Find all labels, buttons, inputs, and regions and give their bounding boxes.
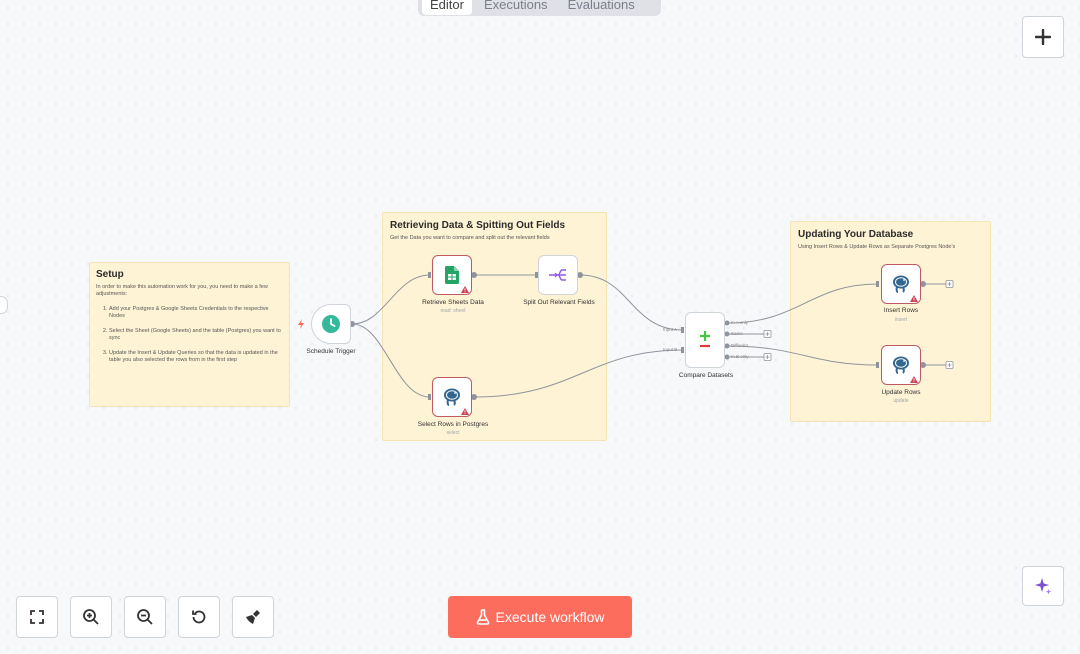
reset-zoom-button[interactable] — [178, 596, 220, 638]
node-retrieve-sheets-sub: read: sheet — [440, 308, 466, 314]
sticky-update-title: Updating Your Database — [798, 229, 914, 240]
node-compare-datasets[interactable] — [685, 312, 725, 368]
sparkle-icon — [1035, 578, 1052, 595]
google-sheets-icon — [445, 266, 459, 284]
sticky-retrieve[interactable]: Retrieving Data & Spitting Out Fields Ge… — [382, 212, 607, 441]
sticky-retrieve-title: Retrieving Data & Spitting Out Fields — [390, 220, 566, 231]
sticky-setup-steps: Add your Postgres & Google Sheets Creden… — [96, 306, 283, 365]
node-insert-rows-label: Insert Rows — [883, 307, 919, 314]
trigger-bolt-icon — [298, 319, 304, 329]
execute-workflow-label: Execute workflow — [495, 609, 605, 625]
node-select-rows[interactable] — [432, 377, 472, 417]
compare-output-different: Different — [731, 343, 748, 348]
node-update-rows-sub: update — [893, 398, 909, 404]
sticky-update-subtitle: Using Insert Rows & Update Rows as Separ… — [798, 244, 956, 250]
tab-editor[interactable]: Editor — [422, 0, 472, 15]
node-insert-rows[interactable] — [881, 264, 921, 304]
execute-workflow-button[interactable]: Execute workflow — [448, 596, 632, 638]
clock-icon — [322, 315, 340, 333]
node-select-rows-label: Select Rows in Postgres — [417, 421, 489, 428]
node-insert-rows-sub: insert — [894, 317, 908, 323]
add-node-button[interactable] — [1022, 16, 1064, 58]
node-compare-label: Compare Datasets — [678, 372, 734, 379]
node-update-rows[interactable] — [881, 345, 921, 385]
view-tabs: Editor Executions Evaluations — [418, 0, 661, 16]
warning-icon — [461, 286, 469, 293]
node-retrieve-sheets[interactable] — [432, 255, 472, 295]
list-item: Update the Insert & Update Queries so th… — [109, 350, 283, 365]
reset-icon — [192, 610, 206, 624]
zoom-out-button[interactable] — [124, 596, 166, 638]
postgres-icon — [444, 388, 460, 406]
warning-icon — [910, 295, 918, 302]
tab-executions[interactable]: Executions — [483, 0, 548, 12]
tab-evaluations[interactable]: Evaluations — [567, 0, 635, 12]
node-schedule-trigger-label: Schedule Trigger — [306, 348, 356, 355]
compare-icon — [700, 331, 710, 348]
node-split-out[interactable] — [538, 255, 578, 295]
sticky-setup[interactable]: Setup In order to make this automation w… — [89, 262, 290, 407]
canvas-edge-handle[interactable] — [0, 296, 8, 314]
node-schedule-trigger[interactable] — [311, 304, 351, 344]
fit-view-button[interactable] — [16, 596, 58, 638]
sticky-setup-title: Setup — [96, 269, 124, 280]
postgres-icon — [893, 356, 909, 374]
zoom-out-icon — [137, 609, 153, 625]
list-item: Add your Postgres & Google Sheets Creden… — [109, 306, 283, 321]
zoom-in-button[interactable] — [70, 596, 112, 638]
plus-icon — [1035, 29, 1051, 45]
node-select-rows-sub: select — [446, 430, 460, 436]
warning-icon — [461, 408, 469, 415]
sticky-setup-intro: In order to make this automation work fo… — [96, 284, 268, 298]
node-retrieve-sheets-label: Retrieve Sheets Data — [422, 299, 484, 306]
compare-input-a-label: Input A — [663, 327, 678, 332]
sticky-retrieve-subtitle: Get the Data you want to compare and spl… — [390, 235, 550, 241]
warning-icon — [910, 376, 918, 383]
compare-output-a-only: In A only — [731, 320, 749, 325]
node-split-out-label: Split Out Relevant Fields — [523, 299, 595, 306]
split-out-icon — [549, 269, 566, 281]
list-item: Select the Sheet (Google Sheets) and the… — [109, 328, 283, 343]
fit-view-icon — [30, 610, 44, 624]
zoom-in-icon — [83, 609, 99, 625]
tidy-up-button[interactable] — [232, 596, 274, 638]
compare-output-b-only: In B only — [731, 354, 749, 359]
node-update-rows-label: Update Rows — [881, 389, 921, 396]
ai-assistant-button[interactable] — [1022, 566, 1064, 606]
compare-input-b-label: Input B — [663, 347, 678, 352]
postgres-icon — [893, 275, 909, 293]
compare-output-same: Same — [731, 331, 743, 336]
broom-icon — [246, 610, 260, 624]
flask-icon — [476, 609, 489, 625]
